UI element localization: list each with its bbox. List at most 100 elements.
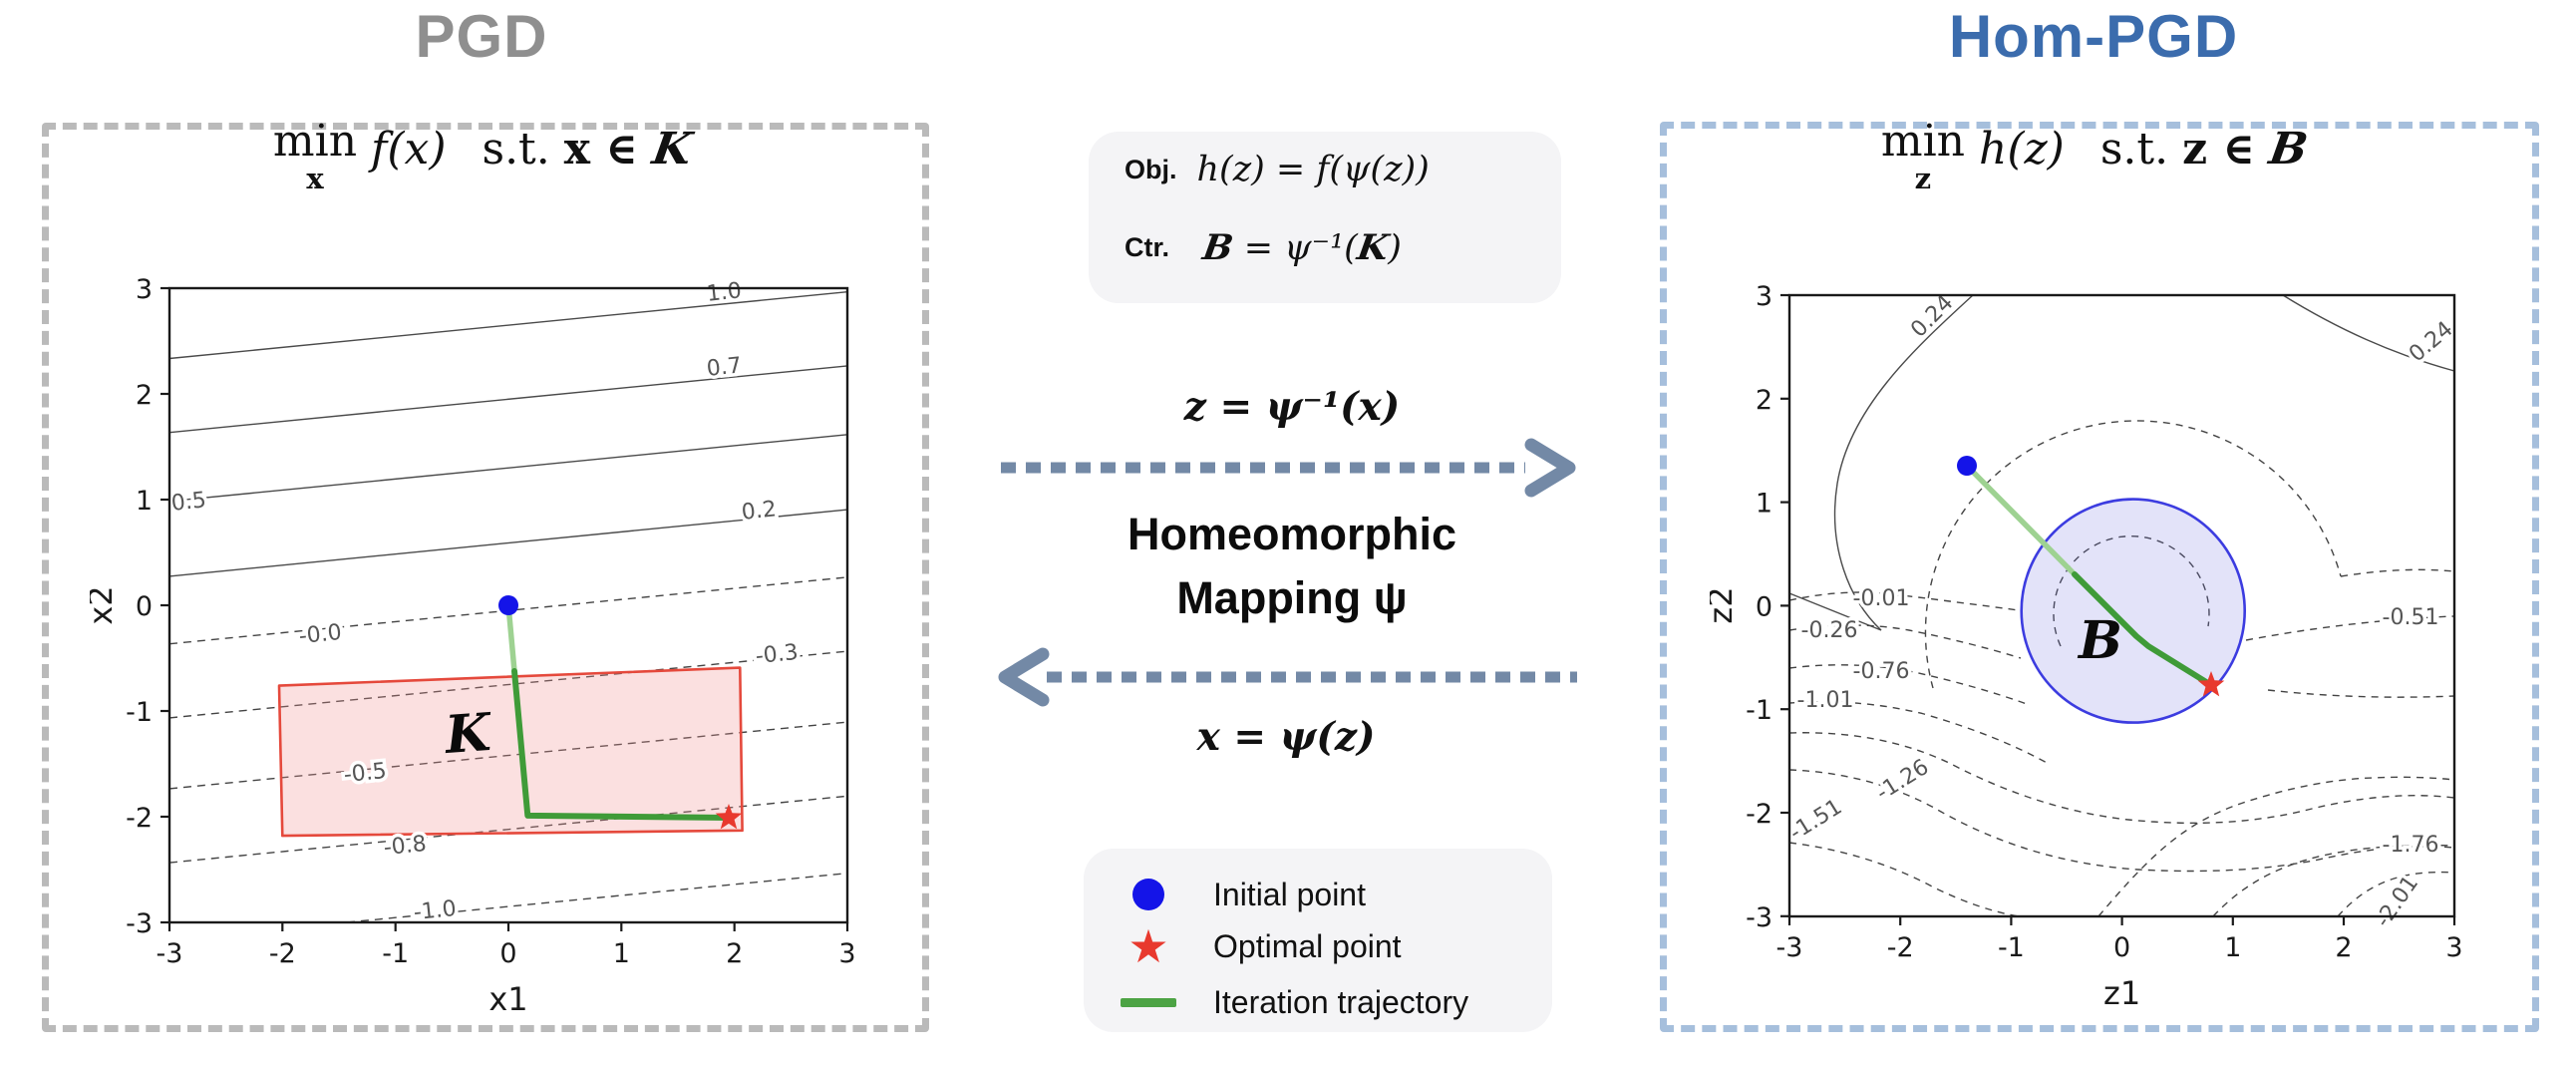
svg-text:0: 0 — [499, 938, 516, 969]
svg-text:-2: -2 — [1887, 932, 1914, 963]
pgd-contour-plot: K 1.0 0.7 0.5 0.2 -0.0 -0.3 -0.5 -0.8 -1… — [90, 274, 856, 1018]
legend-label-optimal: Optimal point — [1213, 927, 1402, 964]
contour-label: -2.01 — [2371, 872, 2423, 932]
constraint-var: x ∈ — [563, 124, 638, 176]
forward-map-equation: z = ψ⁻¹(x) — [1183, 384, 1401, 430]
legend-item-initial: Initial point — [1084, 867, 1552, 922]
x-axis-tick-labels: -3 -2 -1 0 1 2 3 — [157, 938, 856, 969]
contour-label: -1.51 — [1785, 795, 1847, 846]
feasible-region-K — [277, 666, 744, 838]
contour-label: -0.51 — [2383, 605, 2439, 630]
contour-label: 0.24 — [2405, 317, 2458, 368]
constraint-set-B: B — [2266, 124, 2312, 176]
legend-item-optimal: ★ Optimal point — [1084, 918, 1552, 974]
svg-text:-1: -1 — [126, 697, 153, 728]
ctr-equals: = ψ⁻¹( — [1232, 228, 1358, 268]
svg-text:-3: -3 — [1746, 902, 1772, 933]
svg-text:-2: -2 — [1746, 799, 1772, 830]
svg-text:1: 1 — [1756, 489, 1772, 520]
dashed-contour-lines — [1788, 420, 2455, 917]
svg-text:2: 2 — [2335, 932, 2352, 963]
initial-point-marker — [498, 595, 518, 615]
contour-label: 0.7 — [706, 353, 743, 382]
contour-label: 0.2 — [741, 497, 778, 526]
objective-fx: f(x) — [371, 124, 447, 176]
iteration-trajectory-light — [505, 602, 517, 674]
solid-contour-lines — [168, 291, 848, 577]
arrow-left-icon — [998, 647, 1577, 707]
svg-text:-3: -3 — [157, 938, 183, 969]
svg-text:3: 3 — [838, 938, 855, 969]
svg-text:-3: -3 — [126, 908, 153, 939]
min-subscript: z — [1914, 161, 1932, 195]
hom-pgd-contour-plot: B 0.24 0.24 -0.01 -0.26 -0.51 -0.76 -1.0… — [1710, 281, 2463, 1012]
region-K-label: K — [442, 702, 494, 766]
objective-row: Obj. h(z) = f(ψ(z)) — [1125, 150, 1430, 189]
x-axis-ticks — [1787, 916, 2456, 925]
contour-label: -1.01 — [1797, 688, 1854, 713]
set-K: K — [1354, 227, 1392, 268]
svg-text:3: 3 — [1756, 281, 1772, 312]
optimal-point-marker — [2197, 671, 2225, 697]
contour-label: -0.5 — [343, 759, 388, 788]
svg-text:0: 0 — [2113, 932, 2130, 963]
set-B: B — [1199, 227, 1236, 268]
mapping-title-line1: Homeomorphic — [1127, 509, 1457, 559]
min-operator: min x — [272, 116, 358, 195]
svg-text:2: 2 — [1756, 385, 1772, 416]
contour-label: -0.8 — [383, 832, 428, 861]
contour-label: -0.0 — [298, 620, 343, 649]
contour-label: -0.76 — [1853, 659, 1910, 684]
iteration-trajectory — [511, 668, 732, 821]
obj-equation: h(z) = f(ψ(z)) — [1196, 150, 1430, 189]
ctr-close-paren: ) — [1388, 228, 1402, 268]
y-axis-tick-labels: 3 2 1 0 -1 -2 -3 — [1746, 281, 1772, 933]
constraint-var: z ∈ — [2182, 124, 2255, 176]
y-axis-ticks — [1780, 293, 1789, 917]
obj-label: Obj. — [1125, 154, 1177, 184]
contour-label: -1.26 — [1872, 755, 1934, 806]
min-operator: min z — [1881, 120, 1965, 195]
ctr-equation: B = ψ⁻¹(K) — [1199, 227, 1402, 268]
legend-label-trajectory: Iteration trajectory — [1213, 983, 1469, 1020]
iteration-trajectory-light — [1964, 463, 2078, 577]
ctr-label: Ctr. — [1125, 232, 1170, 262]
ball-B-label: B — [2077, 610, 2122, 671]
y-axis-label: x2 — [90, 585, 120, 624]
y-axis-ticks — [161, 286, 169, 924]
svg-text:-1: -1 — [1998, 932, 2025, 963]
optimal-point-marker — [715, 804, 743, 830]
svg-text:-2: -2 — [126, 803, 153, 834]
x-axis-label: z1 — [2103, 974, 2140, 1012]
x-axis-tick-labels: -3 -2 -1 0 1 2 3 — [1776, 932, 2463, 963]
hom-pgd-title: Hom-PGD — [1948, 3, 2239, 70]
min-word: min — [272, 116, 358, 167]
svg-text:0: 0 — [136, 591, 153, 622]
subject-to: s.t. — [482, 124, 550, 176]
mapping-title-line2: Mapping ψ — [1176, 572, 1408, 623]
trajectory-line-icon — [1084, 997, 1213, 1007]
initial-point-icon — [1084, 879, 1213, 910]
legend-item-trajectory: Iteration trajectory — [1084, 974, 1552, 1030]
svg-text:3: 3 — [2445, 932, 2462, 963]
x-axis-ticks — [167, 922, 849, 931]
iteration-trajectory — [2072, 571, 2214, 688]
y-axis-tick-labels: 3 2 1 0 -1 -2 -3 — [126, 274, 153, 939]
svg-text:-3: -3 — [1776, 932, 1803, 963]
contour-label: -0.01 — [1853, 586, 1910, 611]
svg-text:0: 0 — [1756, 591, 1772, 622]
y-axis-label: z2 — [1710, 586, 1740, 623]
svg-text:1: 1 — [613, 938, 630, 969]
svg-text:1: 1 — [136, 486, 153, 517]
min-subscript: x — [306, 161, 324, 195]
optimal-point-icon: ★ — [1127, 919, 1169, 973]
svg-text:-1: -1 — [382, 938, 409, 969]
svg-text:-2: -2 — [269, 938, 296, 969]
pgd-equation: min x f(x) s.t. x ∈ K — [272, 116, 695, 195]
subject-to: s.t. — [2099, 124, 2169, 176]
pgd-panel — [42, 123, 929, 1032]
solid-contour-lines — [1788, 294, 2455, 631]
constraint-set-K: K — [648, 124, 696, 176]
x-axis-label: x1 — [488, 980, 527, 1018]
